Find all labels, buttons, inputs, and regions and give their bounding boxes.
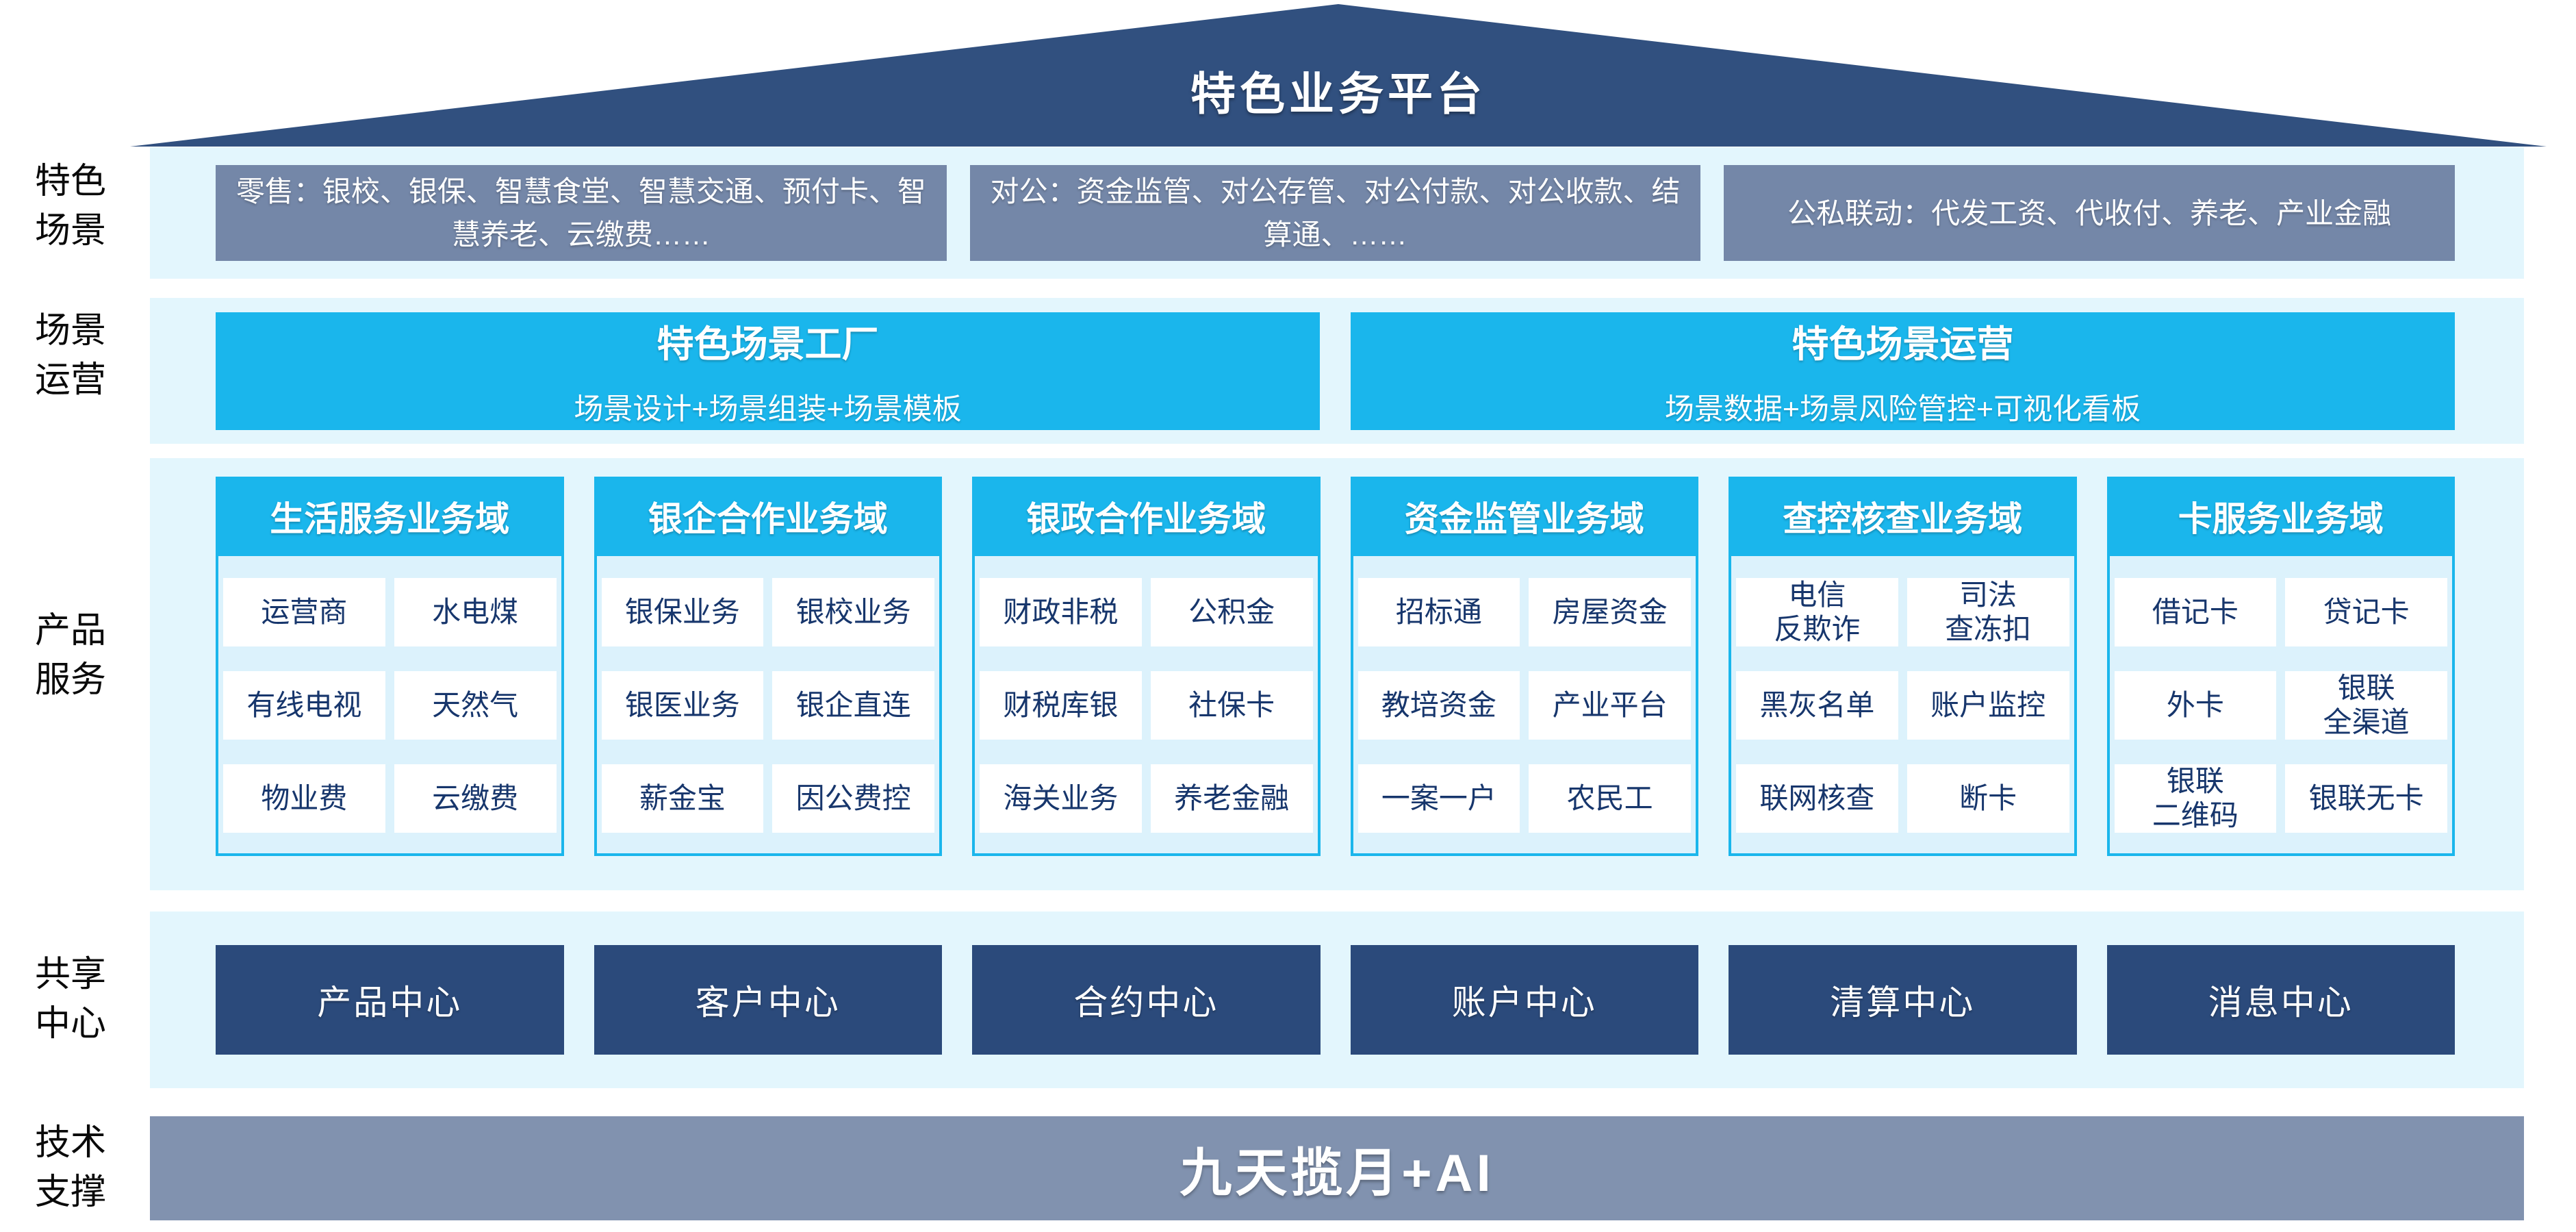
- product-cell: 司法 查冻扣: [1907, 578, 2069, 646]
- product-column-body: 借记卡 贷记卡 外卡 银联 全渠道 银联 二维码 银联无卡: [2106, 556, 2455, 856]
- product-cell: 教培资金: [1357, 671, 1520, 740]
- product-cell: 房屋资金: [1529, 578, 1691, 646]
- product-cell: 一案一户: [1357, 764, 1520, 833]
- side-label-operation: 场景 运营: [34, 311, 106, 400]
- share-box-customer-center: 客户中心: [594, 945, 942, 1055]
- side-label-product-service: 产品 服务: [34, 611, 106, 700]
- product-cell: 银联 二维码: [2114, 764, 2277, 833]
- product-cell: 账户监控: [1907, 671, 2069, 740]
- product-cell: 养老金融: [1150, 764, 1313, 833]
- product-column-body: 招标通 房屋资金 教培资金 产业平台 一案一户 农民工: [1350, 556, 1698, 856]
- product-cell: 物业费: [223, 764, 385, 833]
- op-box-scene-factory: 特色场景工厂 场景设计+场景组装+场景模板: [216, 312, 1320, 430]
- op-box-subtitle: 场景数据+场景风险管控+可视化看板: [1664, 393, 2141, 426]
- side-label-scene: 特色 场景: [34, 162, 106, 251]
- product-cell: 水电煤: [394, 578, 557, 646]
- platform-roof-shape: 特色业务平台: [130, 4, 2547, 147]
- product-column-header: 银政合作业务域: [972, 477, 1321, 556]
- product-cell: 外卡: [2114, 671, 2277, 740]
- page-title: 特色业务平台: [1190, 68, 1486, 119]
- side-label-share-center: 共享 中心: [34, 955, 106, 1044]
- scene-box-corporate: 对公：资金监管、对公存管、对公付款、对公收款、结算通、……: [969, 165, 1701, 261]
- product-cell: 黑灰名单: [1736, 671, 1898, 740]
- product-column-body: 财政非税 公积金 财税库银 社保卡 海关业务 养老金融: [972, 556, 1321, 856]
- product-cell: 电信 反欺诈: [1736, 578, 1898, 646]
- product-column-header: 资金监管业务域: [1350, 477, 1698, 556]
- product-column-body: 银保业务 银校业务 银医业务 银企直连 薪金宝 因公费控: [594, 556, 942, 856]
- product-cell: 产业平台: [1529, 671, 1691, 740]
- product-column-inspection: 查控核查业务域 电信 反欺诈 司法 查冻扣 黑灰名单 账户监控 联网核查 断卡: [1729, 477, 2077, 856]
- product-cell: 财政非税: [980, 578, 1142, 646]
- product-column-card-service: 卡服务业务域 借记卡 贷记卡 外卡 银联 全渠道 银联 二维码 银联无卡: [2106, 477, 2455, 856]
- share-center-band: 产品中心 客户中心 合约中心 账户中心 清算中心 消息中心: [150, 912, 2524, 1088]
- product-column-body: 运营商 水电煤 有线电视 天然气 物业费 云缴费: [216, 556, 564, 856]
- product-cell: 财税库银: [980, 671, 1142, 740]
- product-cell: 天然气: [394, 671, 557, 740]
- product-cell: 社保卡: [1150, 671, 1313, 740]
- product-cell: 海关业务: [980, 764, 1142, 833]
- tech-support-bar: 九天揽月+AI: [150, 1116, 2524, 1220]
- product-column-bank-government: 银政合作业务域 财政非税 公积金 财税库银 社保卡 海关业务 养老金融: [972, 477, 1321, 856]
- product-column-life-services: 生活服务业务域 运营商 水电煤 有线电视 天然气 物业费 云缴费: [216, 477, 564, 856]
- product-cell: 银保业务: [601, 578, 764, 646]
- product-cell: 银联无卡: [2285, 764, 2447, 833]
- product-cell: 招标通: [1357, 578, 1520, 646]
- op-box-scene-operation: 特色场景运营 场景数据+场景风险管控+可视化看板: [1351, 312, 2455, 430]
- op-box-title: 特色场景工厂: [656, 324, 879, 365]
- product-cell: 因公费控: [772, 764, 934, 833]
- share-box-clearing-center: 清算中心: [1729, 945, 2077, 1055]
- product-cell: 农民工: [1529, 764, 1691, 833]
- op-box-title: 特色场景运营: [1791, 324, 2014, 365]
- product-cell: 借记卡: [2114, 578, 2277, 646]
- product-cell: 云缴费: [394, 764, 557, 833]
- share-box-account-center: 账户中心: [1350, 945, 1698, 1055]
- scene-band: 零售：银校、银保、智慧食堂、智慧交通、预付卡、智慧养老、云缴费…… 对公：资金监…: [150, 147, 2524, 279]
- share-box-product-center: 产品中心: [216, 945, 564, 1055]
- product-column-header: 卡服务业务域: [2106, 477, 2455, 556]
- product-column-bank-enterprise: 银企合作业务域 银保业务 银校业务 银医业务 银企直连 薪金宝 因公费控: [594, 477, 942, 856]
- product-column-fund-supervision: 资金监管业务域 招标通 房屋资金 教培资金 产业平台 一案一户 农民工: [1350, 477, 1698, 856]
- op-box-subtitle: 场景设计+场景组装+场景模板: [574, 393, 962, 426]
- product-cell: 断卡: [1907, 764, 2069, 833]
- product-cell: 银企直连: [772, 671, 934, 740]
- product-column-header: 查控核查业务域: [1729, 477, 2077, 556]
- product-column-body: 电信 反欺诈 司法 查冻扣 黑灰名单 账户监控 联网核查 断卡: [1729, 556, 2077, 856]
- product-cell: 银联 全渠道: [2285, 671, 2447, 740]
- product-column-header: 生活服务业务域: [216, 477, 564, 556]
- product-cell: 贷记卡: [2285, 578, 2447, 646]
- product-band: 生活服务业务域 运营商 水电煤 有线电视 天然气 物业费 云缴费 银企合作业务域…: [150, 458, 2524, 890]
- scene-box-public-private: 公私联动：代发工资、代收付、养老、产业金融: [1724, 165, 2456, 261]
- product-cell: 薪金宝: [601, 764, 764, 833]
- product-cell: 银医业务: [601, 671, 764, 740]
- product-cell: 联网核查: [1736, 764, 1898, 833]
- product-cell: 运营商: [223, 578, 385, 646]
- product-column-header: 银企合作业务域: [594, 477, 942, 556]
- side-label-tech-support: 技术 支撑: [34, 1123, 106, 1212]
- share-box-message-center: 消息中心: [2106, 945, 2455, 1055]
- product-cell: 公积金: [1150, 578, 1313, 646]
- product-cell: 银校业务: [772, 578, 934, 646]
- operation-band: 特色场景工厂 场景设计+场景组装+场景模板 特色场景运营 场景数据+场景风险管控…: [150, 298, 2524, 444]
- scene-box-retail: 零售：银校、银保、智慧食堂、智慧交通、预付卡、智慧养老、云缴费……: [216, 165, 947, 261]
- product-cell: 有线电视: [223, 671, 385, 740]
- share-box-contract-center: 合约中心: [972, 945, 1321, 1055]
